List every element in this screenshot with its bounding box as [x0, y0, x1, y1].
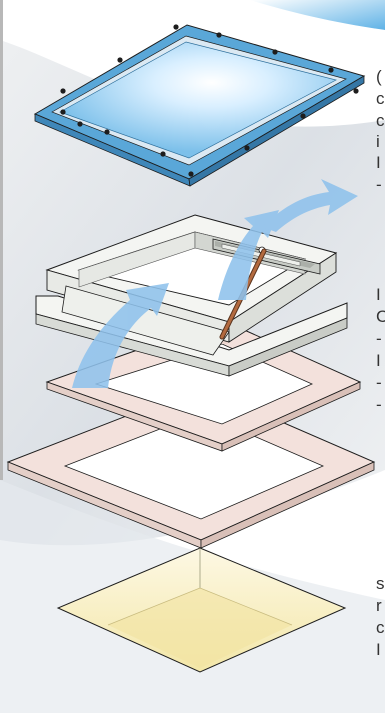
margin-text-fragment: I [376, 153, 381, 172]
airflow-arrow-upper [262, 179, 358, 232]
margin-text-fragment: ( [376, 67, 382, 86]
margin-text-fragment: - [376, 329, 382, 348]
roof-flange [6, 386, 376, 549]
margin-text-fragment: - [376, 175, 382, 194]
sky-corner [250, 0, 385, 30]
margin-text-fragment: c [376, 89, 385, 108]
left-edge-line [0, 0, 3, 480]
glazed-lid [33, 24, 366, 187]
margin-text-fragment: s [376, 574, 385, 593]
margin-text-fragment: c [376, 618, 385, 637]
airflow-arrow-right [218, 210, 279, 300]
margin-text-fragment: I [376, 351, 381, 370]
margin-text-fragment: I [376, 640, 381, 659]
airflow-arrow-left [72, 283, 169, 388]
margin-text-fragment: - [376, 395, 382, 414]
margin-text-fragment: i [376, 132, 380, 151]
margin-text-fragment: c [376, 111, 385, 130]
margin-text-fragment: I [376, 285, 381, 304]
airflow-arrows [72, 179, 358, 388]
ceiling-opening [56, 547, 347, 673]
lid-screws [60, 24, 359, 177]
margin-text-fragment: C [376, 307, 385, 326]
margin-text-fragment: r [376, 596, 382, 615]
margin-text-fragment: - [376, 373, 382, 392]
